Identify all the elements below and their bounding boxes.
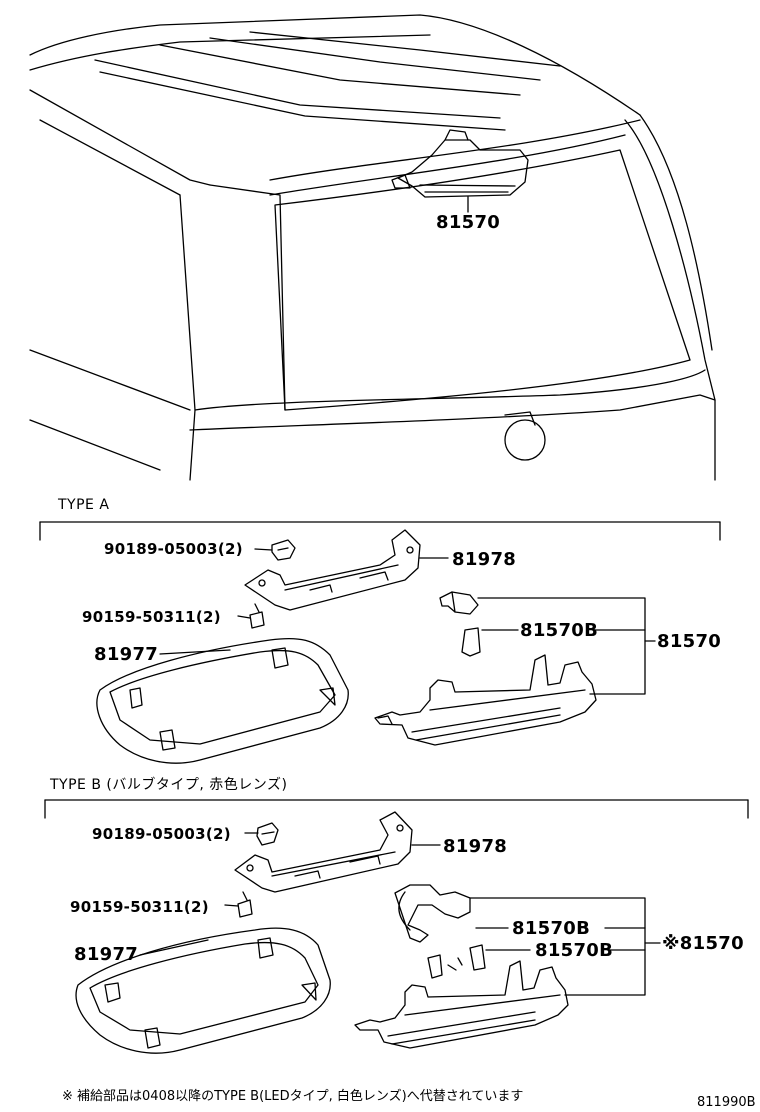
label-type-b-clip: 90189-05003(2) xyxy=(92,825,231,843)
type-a-screw xyxy=(249,603,265,629)
label-type-a-clip: 90189-05003(2) xyxy=(104,540,243,558)
type-a-cover xyxy=(96,637,349,764)
type-a-lamp xyxy=(374,654,597,746)
type-b-screw xyxy=(237,891,253,918)
type-b-bulbs xyxy=(427,944,486,979)
label-type-b-bracket: 81978 xyxy=(443,836,508,857)
diagram-code: 811990B xyxy=(697,1095,756,1110)
type-a-bulb xyxy=(461,627,481,657)
footnote: ※ 補給部品は0408以降のTYPE B(LEDタイプ, 白色レンズ)へ代替され… xyxy=(62,1089,524,1104)
label-type-b-bulb-1: 81570B xyxy=(512,918,591,939)
type-b-harness xyxy=(394,884,471,943)
type-a-clip xyxy=(271,539,296,561)
type-b-bracket xyxy=(234,811,413,893)
label-type-a-bulb: 81570B xyxy=(520,620,599,641)
type-a-title: TYPE A xyxy=(58,497,110,513)
label-type-b-bulb-2: 81570B xyxy=(535,940,614,961)
label-type-a-cover: 81977 xyxy=(94,644,159,665)
type-b-title: TYPE B (バルブタイプ, 赤色レンズ) xyxy=(50,777,288,793)
label-type-b-cover: 81977 xyxy=(74,944,139,965)
type-a-socket xyxy=(439,591,479,615)
label-type-b-lamp: ※81570 xyxy=(662,933,744,954)
vehicle-rear-illustration xyxy=(29,14,716,481)
type-a-bracket xyxy=(244,529,421,611)
label-type-a-bracket: 81978 xyxy=(452,549,517,570)
type-b-lamp xyxy=(354,957,569,1049)
type-b-clip xyxy=(256,822,279,846)
type-b-cover xyxy=(75,927,331,1054)
label-type-a-screw: 90159-50311(2) xyxy=(82,608,221,626)
label-top-lamp-part: 81570 xyxy=(436,212,501,233)
label-type-b-screw: 90159-50311(2) xyxy=(70,898,209,916)
label-type-a-lamp: 81570 xyxy=(657,631,722,652)
